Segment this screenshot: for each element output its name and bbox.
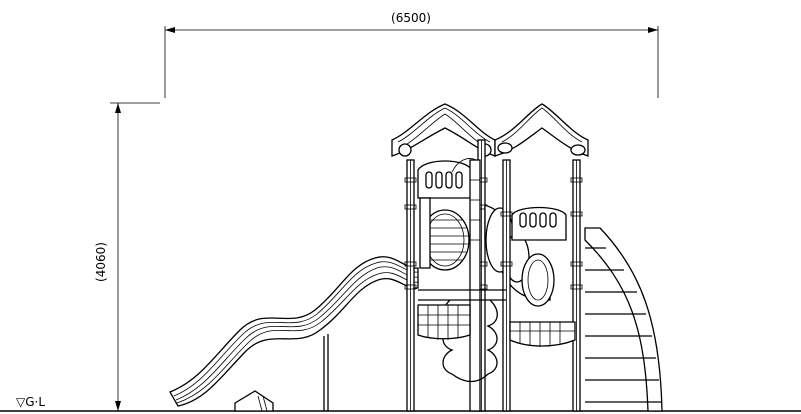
width-dimension: (6500) bbox=[164, 11, 659, 98]
deck-nets bbox=[417, 289, 576, 347]
ground-level-label: ▽G·L bbox=[16, 395, 45, 409]
tube-tunnel bbox=[419, 197, 470, 271]
right-tower bbox=[494, 103, 589, 412]
wavy-slide bbox=[169, 256, 419, 412]
height-dimension: (4060) bbox=[94, 102, 160, 411]
height-dimension-label: (4060) bbox=[94, 242, 108, 282]
ground-level: ▽G·L bbox=[0, 395, 801, 412]
tube-slide bbox=[484, 204, 555, 307]
width-dimension-label: (6500) bbox=[391, 11, 431, 25]
curved-climbing-wall bbox=[584, 227, 663, 412]
center-climber bbox=[442, 159, 498, 412]
